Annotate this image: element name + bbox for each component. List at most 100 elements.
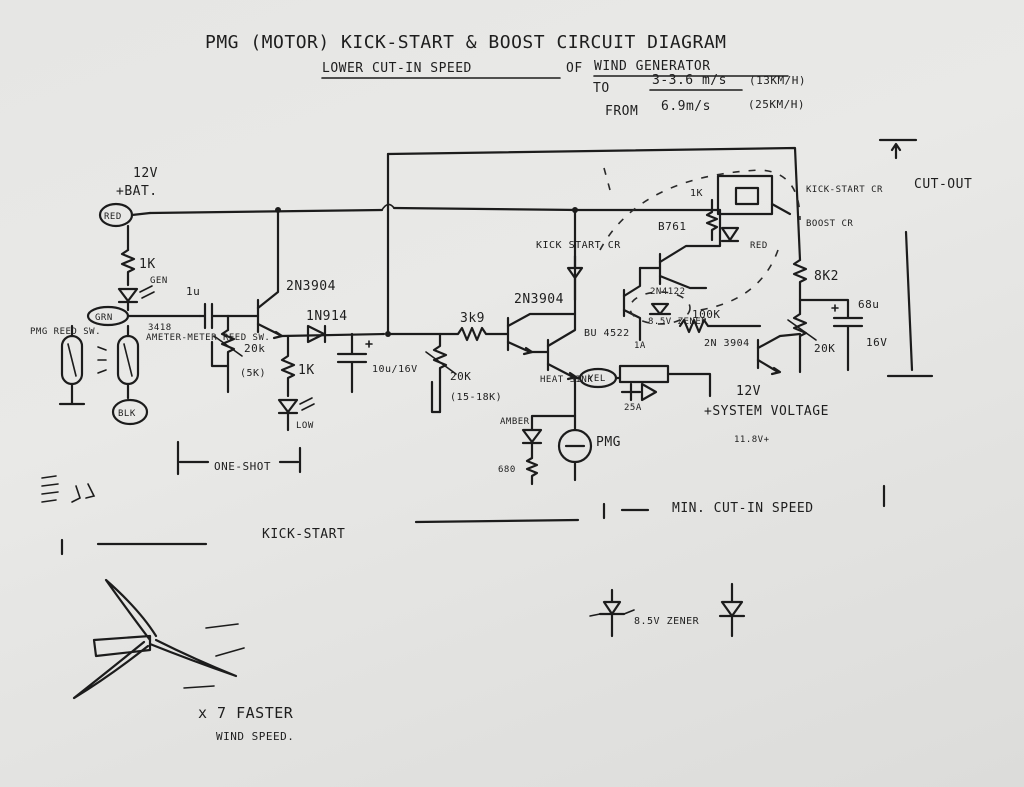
label-r20k-a-sub: (5K) — [240, 368, 266, 379]
from-value: 6.9m/s — [661, 99, 711, 114]
diode-1n914 — [306, 324, 327, 344]
to-label: TO — [593, 81, 610, 96]
transistor-q2 — [506, 312, 577, 356]
label-kick-boost-b: BOOST CR — [806, 219, 853, 229]
label-pmg: PMG — [596, 435, 621, 450]
svg-text:GRN: GRN — [95, 313, 113, 323]
led-red — [720, 226, 740, 243]
label-3418: 3418 — [148, 323, 172, 333]
label-led-gen: GEN — [150, 276, 168, 286]
legend-zener — [589, 588, 635, 638]
resistor-3k9 — [386, 326, 510, 342]
label-r100k: 100K — [692, 308, 721, 321]
label-heatsink: HEAT SINK — [540, 375, 593, 385]
label-cap-10u: 10u/16V — [372, 364, 418, 375]
title-line2-c: WIND GENERATOR — [594, 59, 711, 74]
label-faster: x 7 FASTER — [198, 704, 294, 722]
battery-doodle — [41, 475, 96, 503]
label-kick-cr: KICK START CR — [536, 240, 621, 251]
label-yel: YEL — [588, 374, 606, 384]
label-red2: RED — [750, 241, 768, 251]
label-kick-boost-a: KICK-START CR — [806, 185, 883, 195]
label-cut-out: CUT-OUT — [914, 177, 972, 192]
label-r8k2: 8K2 — [814, 269, 839, 284]
to-value: 3-3.6 m/s — [652, 73, 727, 88]
label-r1k-c: 1K — [690, 188, 703, 199]
reed-switch-ammeter — [97, 324, 140, 400]
pot-20k-c — [787, 312, 817, 374]
capacitor-10u — [336, 332, 373, 394]
label-b761: B761 — [658, 220, 687, 233]
label-ammeter: AMETER-METER REED SW. — [146, 333, 270, 343]
label-r20k-a: 20k — [244, 342, 265, 355]
label-bu: BU 4522 — [584, 328, 630, 339]
label-r20k-b-sub: (15-18K) — [450, 392, 502, 403]
from-kmh: (25KM/H) — [748, 98, 805, 111]
label-cap-68u: 68u — [858, 298, 879, 311]
yel-relay — [573, 364, 712, 402]
top-rail — [148, 146, 802, 337]
label-zener-legend: 8.5V ZENER — [634, 616, 700, 627]
turbine-sketch — [72, 578, 245, 700]
label-r1k-top: 1K — [139, 257, 156, 272]
boost-boundary — [599, 169, 801, 251]
reed-switch-pmg — [58, 324, 86, 406]
resistor-1k-top — [120, 248, 136, 287]
label-min-cut-in: MIN. CUT-IN SPEED — [672, 501, 814, 516]
svg-text:BLK: BLK — [118, 409, 136, 419]
label-r1k-b: 1K — [298, 363, 315, 378]
label-r20k-b: 20K — [450, 370, 471, 383]
label-kick-start: KICK-START — [262, 527, 345, 542]
led-amber — [521, 414, 577, 486]
capacitor-1u — [198, 302, 230, 330]
title-line1: PMG (MOTOR) KICK-START & BOOST CIRCUIT D… — [205, 32, 727, 53]
transistor-2n4122 — [622, 266, 642, 342]
legend-diode — [718, 582, 746, 638]
label-amber: AMBER — [500, 417, 530, 427]
label-q1: 2N3904 — [286, 279, 336, 294]
label-sysv2: 11.8V+ — [734, 435, 770, 445]
label-d1n914: 1N914 — [306, 309, 348, 324]
cut-out-bracket — [878, 138, 934, 378]
kick-start-range — [60, 502, 606, 556]
blk-terminal: BLK — [111, 398, 149, 426]
pot-20k-b — [425, 332, 457, 414]
kick-start-cr — [566, 254, 584, 302]
label-pmg-reed: PMG REED SW. — [30, 327, 101, 337]
resistor-1k-c — [705, 198, 719, 242]
from-label: FROM — [605, 104, 638, 119]
label-sysv: +SYSTEM VOLTAGE — [704, 404, 829, 419]
label-q2: 2N3904 — [514, 292, 564, 307]
label-r20k-c: 20K — [814, 342, 835, 355]
led-low — [277, 397, 315, 432]
label-r680: 680 — [498, 465, 516, 475]
boundary-lower — [699, 249, 779, 311]
grn-terminal: GRN — [86, 305, 130, 327]
resistor-1k-b — [280, 334, 296, 398]
led-gen — [117, 285, 155, 304]
title-line2-a: LOWER CUT-IN SPEED — [322, 61, 472, 76]
label-one-shot: ONE-SHOT — [214, 460, 271, 473]
title-line2-b: OF — [566, 61, 583, 76]
label-r3k9: 3k9 — [460, 311, 485, 326]
svg-text:RED: RED — [104, 212, 122, 222]
label-12v: 12V — [133, 166, 158, 181]
transistor-q1 — [226, 207, 386, 340]
label-bat: +BAT. — [116, 184, 158, 199]
one-shot-range — [176, 440, 302, 476]
zener-8v5 — [629, 291, 691, 325]
transistor-b761 — [638, 208, 722, 290]
label-12v-sys: 12V — [736, 384, 761, 399]
resistor-8k2 — [792, 258, 808, 316]
min-cut-in-range — [620, 484, 886, 512]
label-cap-16v: 16V — [866, 336, 887, 349]
pot-20k-a — [210, 314, 243, 394]
pmg-generator — [557, 414, 593, 482]
label-q4: 2N 3904 — [704, 338, 750, 349]
red-terminal: RED — [98, 202, 134, 228]
label-led-low: LOW — [296, 421, 314, 431]
label-z85: 8.5V ZENER — [648, 317, 707, 327]
transistor-q4 — [756, 332, 802, 376]
